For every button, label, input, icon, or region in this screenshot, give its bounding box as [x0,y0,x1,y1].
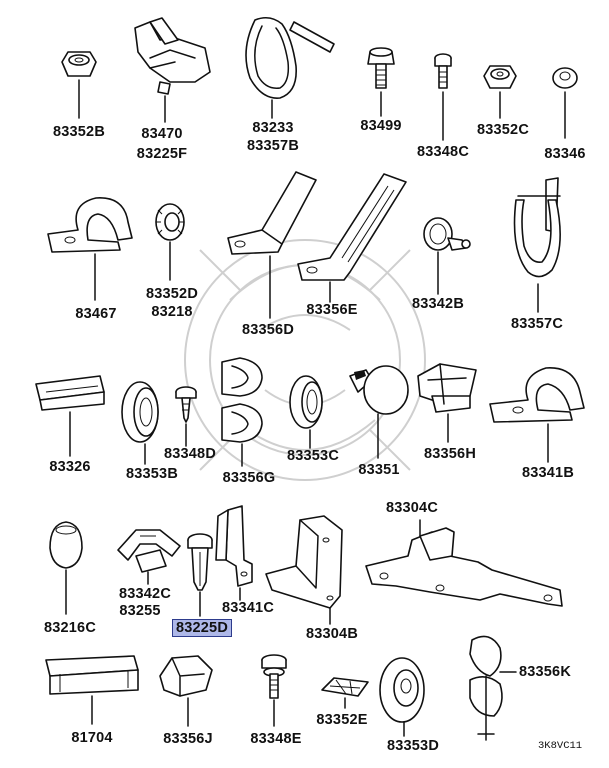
cable-tie-83233-drawing [245,16,335,119]
footer-code: 3K8VC11 [538,740,583,752]
label-83348E: 83348E [250,731,302,747]
grommet-83353B-drawing [121,381,159,465]
label-83357C: 83357C [511,316,563,332]
label-83356G: 83356G [222,470,276,486]
label-83326: 83326 [49,459,91,475]
bolt-83348E-drawing [261,654,287,727]
label-83357B: 83357B [247,138,299,154]
cap-83216C-drawing [49,521,83,615]
label-83467: 83467 [75,306,117,322]
clip-83342C-drawing [117,529,181,585]
bracket-83341C-drawing [215,505,253,601]
clamp-83357C-drawing [513,177,561,313]
label-83348C: 83348C [417,144,469,160]
label-81704: 81704 [71,730,113,746]
clip-83352E-drawing [321,677,369,709]
label-83348D: 83348D [164,446,216,462]
grommet-83352D-drawing [155,203,185,281]
label-83356D: 83356D [242,322,294,338]
label-83353C: 83353C [287,448,339,464]
label-83356J: 83356J [163,731,213,747]
label-83352D: 83352D [146,286,198,302]
label-83304C: 83304C [386,500,438,516]
label-83352E: 83352E [316,712,368,728]
bolt-83499-drawing [367,47,395,117]
grommet-83353C-drawing [289,375,323,449]
highlighted-part-number[interactable]: 83225D [172,619,232,637]
label-83470: 83470 [141,126,183,142]
label-83341C: 83341C [222,600,274,616]
label-83499: 83499 [360,118,402,134]
washer-83346-drawing [552,67,578,139]
label-83225D[interactable]: 83225D [172,619,232,637]
label-83351: 83351 [358,462,400,478]
bracket-83356E-drawing [297,173,407,303]
label-83218: 83218 [151,304,193,320]
bracket-83304B-drawing [265,515,343,625]
label-83341B: 83341B [522,465,574,481]
label-83342C: 83342C [119,586,171,602]
clamp-83467-drawing [47,197,133,301]
clip-83356H-drawing [417,363,477,443]
clip-83356K-drawing [469,635,517,741]
label-83353D: 83353D [387,738,439,754]
bracket-83304C-drawing [365,519,563,607]
label-83255: 83255 [119,603,161,619]
clip-83342B-drawing [423,217,471,295]
label-83353B: 83353B [126,466,178,482]
label-83352C: 83352C [477,122,529,138]
clip-83470-drawing [134,17,211,123]
label-83356E: 83356E [306,302,358,318]
cover-83326-drawing [35,375,105,457]
clip-83225D-drawing [187,533,213,617]
nut-83352C-drawing [483,65,517,119]
clamp-83341B-drawing [489,367,585,463]
label-83304B: 83304B [306,626,358,642]
label-83225F: 83225F [136,146,188,162]
label-83342B: 83342B [412,296,464,312]
label-83352B: 83352B [53,124,105,140]
screw-83348D-drawing [175,386,197,447]
label-83216C: 83216C [44,620,96,636]
protector-81704-drawing [45,655,139,725]
label-83233: 83233 [252,120,294,136]
label-83356H: 83356H [424,446,476,462]
grommet-83353D-drawing [379,657,425,737]
clip-83356G-drawing [221,357,263,467]
label-83346: 83346 [544,146,586,162]
clip-83356J-drawing [159,655,213,727]
label-83356K: 83356K [519,664,571,680]
screw-83348C-drawing [434,53,452,141]
nut-83352B-drawing [61,51,97,119]
bracket-83356D-drawing [227,171,317,319]
clip-83351-drawing [349,365,409,459]
